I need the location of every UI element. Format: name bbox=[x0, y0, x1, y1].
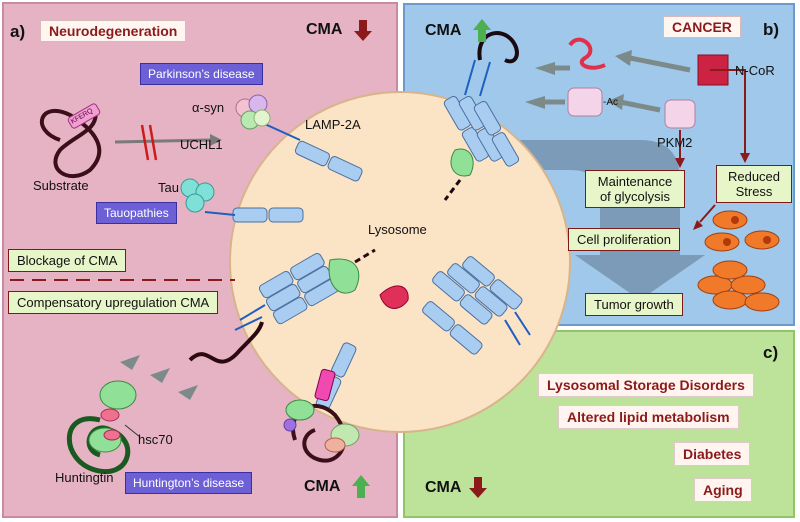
arrow-up-icon bbox=[473, 19, 491, 42]
cma-label-b: CMA bbox=[425, 22, 462, 39]
tumor-growth-box: Tumor growth bbox=[585, 293, 683, 316]
lysosome-label: Lysosome bbox=[368, 222, 427, 237]
acetyl-label: -Ac bbox=[603, 97, 618, 108]
hsc70-label: hsc70 bbox=[138, 432, 173, 447]
panel-c-letter: c) bbox=[763, 343, 779, 362]
arrow-up-icon bbox=[352, 475, 370, 498]
disorder-item: Diabetes bbox=[674, 442, 751, 466]
tau-label: Tau bbox=[158, 180, 179, 195]
cma-label-a: CMA bbox=[306, 21, 343, 38]
proliferation-box: Cell proliferation bbox=[568, 228, 680, 251]
parkinsons-box: Parkinson’s disease bbox=[140, 63, 263, 85]
panel-a-title: Neurodegeneration bbox=[40, 20, 187, 42]
uchl1-label: UCHL1 bbox=[180, 137, 223, 152]
reduced-stress-box: Reduced Stress bbox=[716, 165, 792, 203]
tauopathies-box: Tauopathies bbox=[96, 202, 177, 224]
pkm2-label: PKM2 bbox=[657, 135, 693, 150]
arrow-down-icon bbox=[354, 20, 372, 41]
disorder-item: Altered lipid metabolism bbox=[558, 405, 739, 429]
alpha-syn-label: α-syn bbox=[192, 100, 225, 115]
cma-label-c: CMA bbox=[425, 479, 462, 496]
huntingtin-label: Huntingtin bbox=[55, 470, 114, 485]
substrate-label: Substrate bbox=[33, 178, 89, 193]
disorder-item: Aging bbox=[694, 478, 752, 502]
lamp2a-label: LAMP-2A bbox=[305, 117, 361, 132]
maintenance-box: Maintenance of glycolysis bbox=[585, 170, 685, 208]
huntingtons-box: Huntington’s disease bbox=[125, 472, 253, 494]
panel-b-letter: b) bbox=[763, 20, 780, 39]
compensatory-box: Compensatory upregulation CMA bbox=[8, 291, 219, 314]
blockage-box: Blockage of CMA bbox=[8, 249, 127, 272]
disorder-item: Lysosomal Storage Disorders bbox=[538, 373, 754, 397]
panel-a-letter: a) bbox=[10, 22, 26, 41]
ncor-label: N-CoR bbox=[735, 63, 775, 78]
cma-label-a-bottom: CMA bbox=[304, 478, 341, 495]
arrow-down-icon bbox=[469, 477, 487, 498]
panel-b-title: CANCER bbox=[663, 16, 741, 38]
